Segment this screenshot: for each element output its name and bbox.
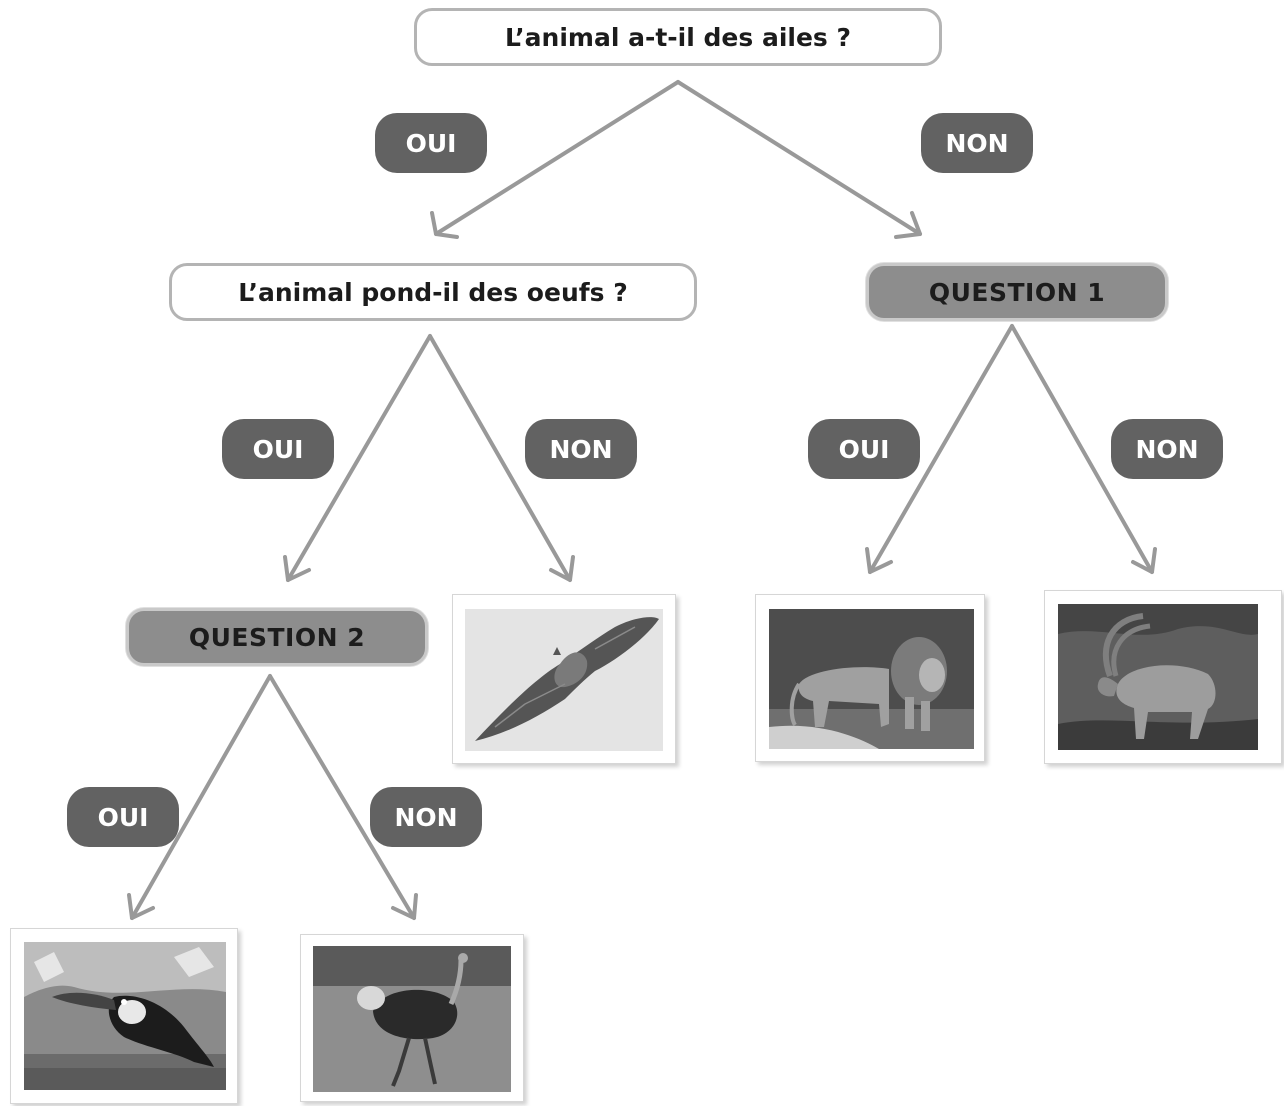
bat-photo [452,594,676,764]
arrow-question-1-to-ibex [1010,324,1157,574]
root-yes-label: OUI [375,113,487,173]
q1-yes-label: OUI [808,419,920,479]
arrow-eggs-to-question-2 [283,334,432,582]
question-2-box: QUESTION 2 [126,608,428,666]
arrow-question-1-to-lion [865,324,1014,574]
eggs-question: L’animal pond-il des oeufs ? [169,263,697,321]
arrow-question-2-to-ostrich [268,674,418,920]
q2-yes-label: OUI [67,787,179,847]
arrow-eggs-to-bat [428,334,575,582]
root-no-label: NON [921,113,1033,173]
arrow-root-to-question-1 [676,80,922,239]
arrow-question-2-to-toucan [127,674,272,920]
ibex-photo [1044,590,1282,764]
question-1-box: QUESTION 1 [866,263,1168,321]
ostrich-photo [300,934,524,1102]
root-question: L’animal a-t-il des ailes ? [414,8,942,66]
arrow-root-to-eggs-question [430,80,680,239]
q2-no-label: NON [370,787,482,847]
lion-photo [755,594,985,762]
eggs-yes-label: OUI [222,419,334,479]
toucan-photo [10,928,238,1104]
eggs-no-label: NON [525,419,637,479]
q1-no-label: NON [1111,419,1223,479]
